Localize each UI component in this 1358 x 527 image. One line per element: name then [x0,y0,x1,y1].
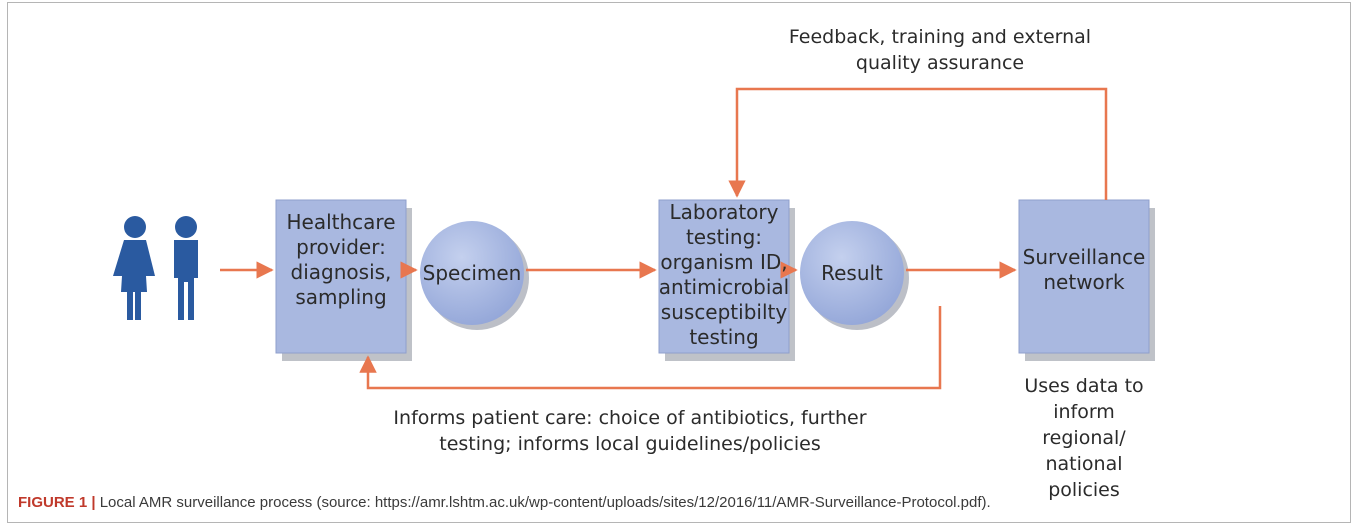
laboratory-testing-box [658,199,790,354]
result-label: Result [821,260,883,285]
figure-caption: FIGURE 1 | Local AMR surveillance proces… [18,494,991,511]
woman-and-man-icon [113,216,198,320]
result-circle [800,221,904,325]
healthcare-provider-label: Healthcare provider: diagnosis, sampling [286,210,396,309]
laboratory-testing-label: Laboratory testing: organism ID, antimic… [658,200,790,349]
figure-caption-text: Local AMR surveillance process (source: … [95,494,991,511]
feedback-loop-arrow [728,87,1108,200]
specimen-circle [420,221,524,325]
informs-loop-arrow [359,306,942,390]
surveillance-network-box [1018,199,1150,354]
specimen-label: Specimen [422,260,522,285]
feedback-annotation: Feedback, training and external quality … [788,26,1092,74]
surveillance-network-label: Surveillance network [1022,245,1146,294]
healthcare-provider-box [275,199,407,354]
uses-data-annotation: Uses data to inform regional/ national p… [1024,375,1144,501]
figure-label: FIGURE 1 | [18,494,96,511]
flow-arrows [220,87,1108,390]
informs-annotation: Informs patient care: choice of antibiot… [393,407,867,455]
figure-frame [7,2,1351,523]
